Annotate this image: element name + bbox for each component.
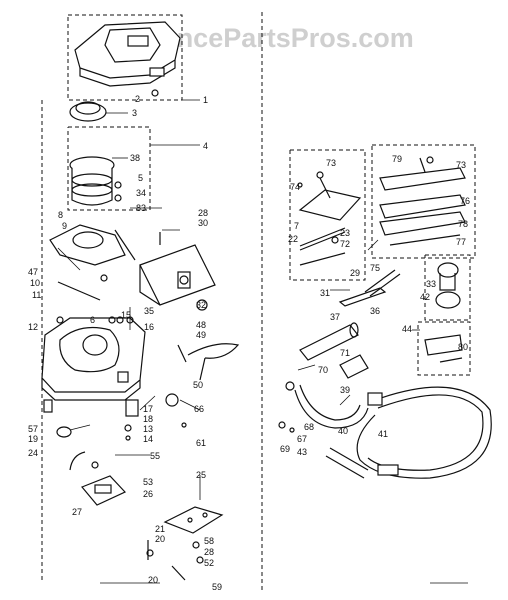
callout-30: 30: [198, 218, 208, 228]
callout-38: 38: [130, 153, 140, 163]
leader-lines-left: [57, 207, 201, 500]
callout-10: 10: [30, 278, 40, 288]
callout-17: 17: [143, 404, 153, 414]
cover-assembly: [67, 14, 200, 101]
callout-9: 9: [62, 221, 67, 231]
floor-brush-box: [289, 149, 366, 281]
callout-6: 6: [90, 315, 95, 325]
crevice-tools: [338, 254, 471, 321]
callout-53: 53: [143, 477, 153, 487]
callout-55: 55: [150, 451, 160, 461]
callout-83: 83: [136, 203, 146, 213]
callout-13: 13: [143, 424, 153, 434]
callout-20-bottom: 20: [148, 575, 158, 585]
callout-59: 59: [212, 582, 222, 592]
callout-34: 34: [136, 188, 146, 198]
callout-15: 15: [121, 310, 131, 320]
callout-71: 71: [340, 348, 350, 358]
callout-73-left: 73: [326, 158, 336, 168]
callout-44: 44: [402, 324, 412, 334]
callout-11: 11: [32, 290, 41, 300]
caster-parts: [43, 399, 91, 438]
callout-40: 40: [338, 426, 348, 436]
tank-base: [41, 316, 146, 401]
callout-37: 37: [330, 312, 340, 322]
callout-47: 47: [28, 267, 38, 277]
callout-73-right: 73: [456, 160, 466, 170]
callout-78: 78: [458, 219, 468, 229]
base-plate: [146, 506, 224, 581]
callout-76: 76: [460, 196, 470, 206]
callout-68: 68: [304, 422, 314, 432]
callout-33: 33: [426, 279, 436, 289]
callout-75: 75: [370, 263, 380, 273]
callout-12: 12: [28, 322, 38, 332]
callout-23: 23: [340, 228, 350, 238]
callout-21: 21: [155, 524, 165, 534]
callout-1: 1: [203, 95, 208, 105]
callout-labels: 1 2 3 4 38 5 34 83 8 9 28 30 47 10 11 32…: [28, 94, 470, 592]
callout-79: 79: [392, 154, 402, 164]
callout-22: 22: [288, 234, 298, 244]
hose: [294, 384, 492, 479]
callout-42: 42: [420, 292, 430, 302]
callout-29: 29: [350, 268, 360, 278]
callout-48: 48: [196, 320, 206, 330]
callout-77: 77: [456, 237, 466, 247]
hose-hardware: [278, 381, 295, 433]
callout-72: 72: [340, 239, 350, 249]
hose-clip: [177, 343, 240, 381]
bottom-left-parts: [69, 451, 127, 506]
upholstery-tool-box: [371, 144, 476, 259]
callout-14: 14: [143, 434, 153, 444]
callout-52: 52: [204, 558, 214, 568]
callout-57: 57: [28, 424, 38, 434]
callout-39: 39: [340, 385, 350, 395]
wand-tubes: [299, 322, 369, 379]
callout-32: 32: [196, 300, 206, 310]
callout-20-top: 20: [155, 534, 165, 544]
callout-28: 28: [198, 208, 208, 218]
callout-69: 69: [280, 444, 290, 454]
callout-28-bottom: 28: [204, 547, 214, 557]
callout-67: 67: [297, 434, 307, 444]
callout-49: 49: [196, 330, 206, 340]
filter-bag: [139, 232, 216, 306]
callout-66: 66: [194, 404, 204, 414]
callout-43: 43: [297, 447, 307, 457]
callout-4: 4: [203, 141, 208, 151]
filter-disc: [69, 101, 128, 122]
callout-61: 61: [196, 438, 206, 448]
callout-7: 7: [294, 221, 299, 231]
gasket-ring: [49, 224, 136, 266]
callout-8: 8: [58, 210, 63, 220]
rod: [57, 274, 108, 301]
callout-5: 5: [138, 173, 143, 183]
callout-24: 24: [28, 448, 38, 458]
callout-74: 74: [290, 182, 300, 192]
callout-35: 35: [144, 306, 154, 316]
callout-80: 80: [458, 342, 468, 352]
callout-3: 3: [132, 108, 137, 118]
hardware-cluster: [108, 299, 208, 441]
leader-lines-right: [297, 239, 420, 406]
callout-26: 26: [143, 489, 153, 499]
callout-31: 31: [320, 288, 330, 298]
dusting-brush-box: [417, 321, 471, 376]
callout-2: 2: [135, 94, 140, 104]
callout-50: 50: [193, 380, 203, 390]
callout-27: 27: [72, 507, 82, 517]
callout-25: 25: [196, 470, 206, 480]
callout-19: 19: [28, 434, 38, 444]
callout-36: 36: [370, 306, 380, 316]
callout-16: 16: [144, 322, 154, 332]
callout-70: 70: [318, 365, 328, 375]
callout-18: 18: [143, 414, 153, 424]
motor-assembly: [67, 126, 200, 211]
callout-41: 41: [378, 429, 388, 439]
callout-58: 58: [204, 536, 214, 546]
